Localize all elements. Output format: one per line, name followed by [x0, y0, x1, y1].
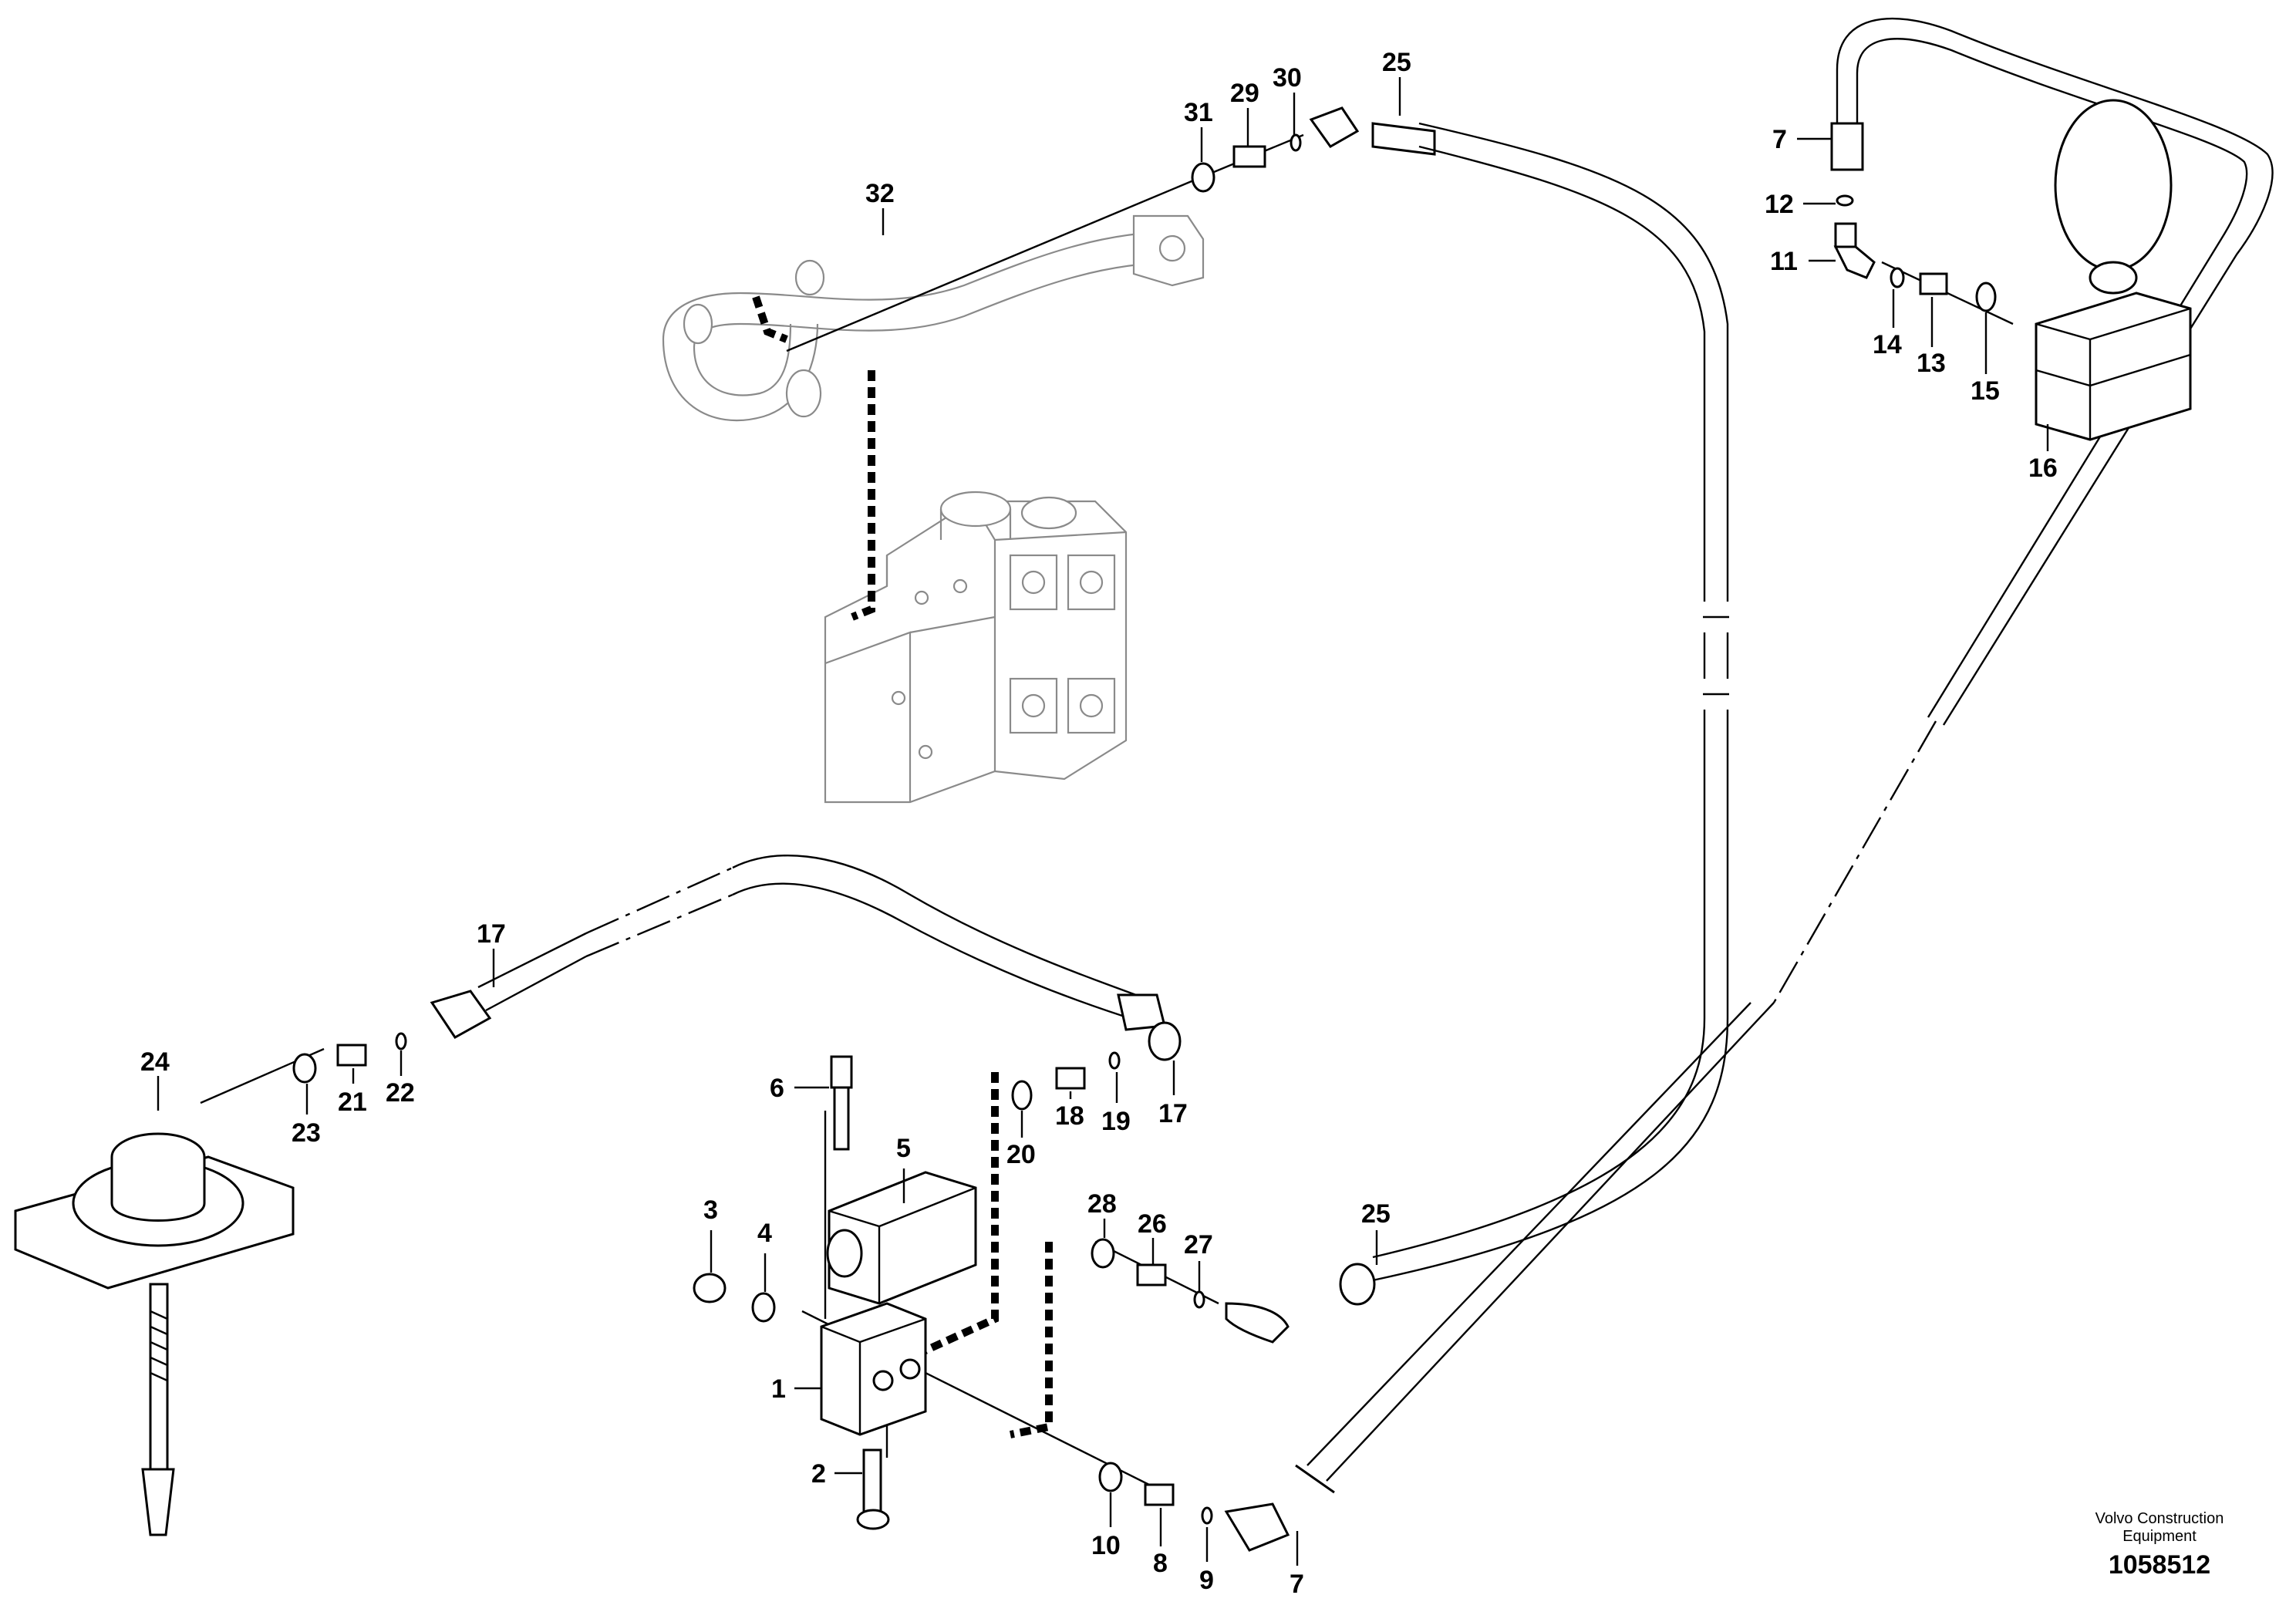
callout-24: 24	[140, 1047, 170, 1077]
callout-11: 11	[1770, 247, 1798, 276]
callout-23: 23	[292, 1118, 321, 1148]
control-valve-block	[824, 491, 1128, 804]
callout-20: 20	[1006, 1140, 1036, 1169]
callout-4: 4	[757, 1219, 772, 1248]
leader-lines	[200, 133, 2014, 1490]
callout-16: 16	[2028, 454, 2058, 483]
callout-13: 13	[1917, 349, 1946, 378]
callout-6: 6	[770, 1074, 784, 1103]
callout-29: 29	[1230, 79, 1259, 108]
callout-32: 32	[865, 179, 895, 208]
callout-8: 8	[1153, 1549, 1168, 1578]
callout-31: 31	[1184, 98, 1213, 127]
callout-30: 30	[1273, 63, 1302, 93]
hose-17	[477, 855, 1166, 1031]
callout-27: 27	[1184, 1230, 1213, 1259]
callout-labels: 1 2 3 4 5 6 7 7 8 9 10 11 12 13 14 15 16…	[140, 48, 2058, 1599]
callout-1: 1	[771, 1374, 786, 1404]
steel-pipe-32	[662, 214, 1205, 422]
footer: Volvo Construction Equipment 1058512	[2095, 1510, 2224, 1580]
brand-line-1: Volvo Construction	[2095, 1510, 2224, 1527]
callout-21: 21	[338, 1088, 367, 1117]
callout-26: 26	[1138, 1209, 1167, 1239]
callout-22: 22	[386, 1078, 415, 1108]
drawing-number: 1058512	[2109, 1550, 2210, 1580]
callout-14: 14	[1873, 330, 1902, 359]
callout-15: 15	[1971, 376, 2000, 406]
callout-18: 18	[1055, 1101, 1084, 1131]
callout-10: 10	[1091, 1531, 1121, 1560]
callout-25-top: 25	[1382, 48, 1411, 77]
callout-2: 2	[811, 1459, 826, 1489]
callout-9: 9	[1199, 1566, 1214, 1595]
callout-7-top: 7	[1772, 125, 1787, 154]
hose-7	[1295, 17, 2274, 1494]
brand-line-2: Equipment	[2122, 1528, 2197, 1545]
callout-25-bottom: 25	[1361, 1199, 1391, 1229]
fittings	[14, 99, 2192, 1552]
dashed-connections	[752, 295, 1053, 1438]
callout-17-top: 17	[477, 919, 506, 949]
callout-5: 5	[896, 1134, 911, 1163]
callout-7-bottom: 7	[1290, 1570, 1304, 1599]
callout-28: 28	[1087, 1189, 1117, 1219]
callout-17-right: 17	[1158, 1099, 1188, 1128]
callout-19: 19	[1101, 1107, 1131, 1136]
callout-12: 12	[1765, 190, 1794, 219]
hose-25	[1371, 122, 1731, 1282]
callout-3: 3	[703, 1195, 718, 1225]
